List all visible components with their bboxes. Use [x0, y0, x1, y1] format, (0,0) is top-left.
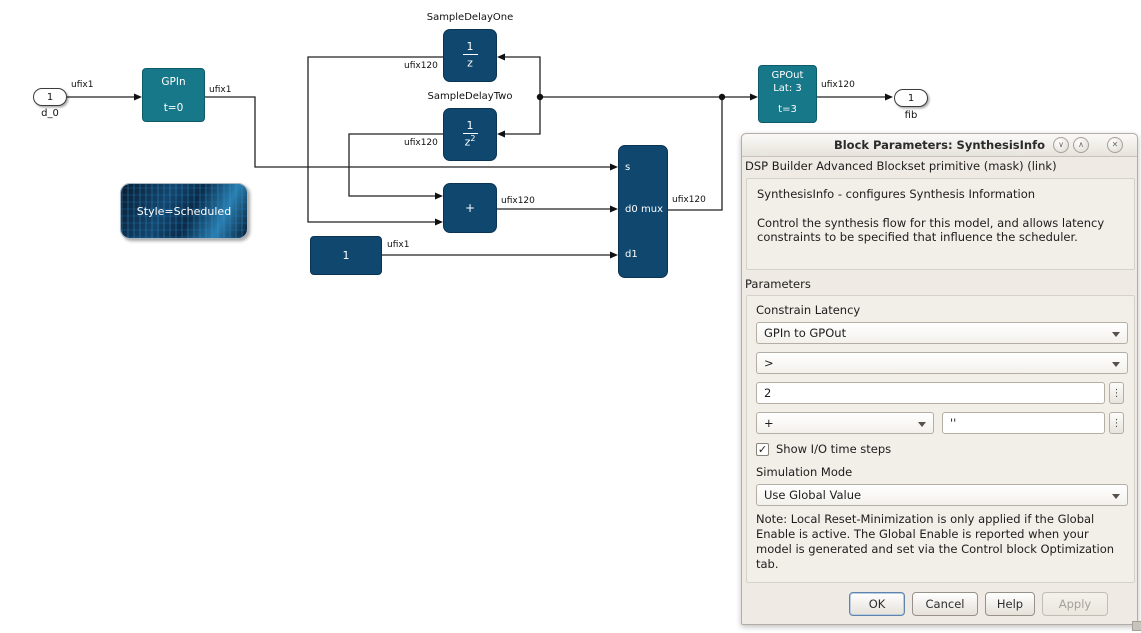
input-port-label: d_0: [41, 108, 59, 119]
gpout-block[interactable]: GPOut Lat: 3 t=3: [758, 65, 817, 123]
delay2-numerator: 1: [462, 119, 478, 135]
close-window-button[interactable]: ✕: [1107, 137, 1123, 153]
dialog-title: Block Parameters: SynthesisInfo: [833, 138, 1046, 152]
simulation-mode-value: Use Global Value: [764, 488, 862, 502]
adder-block[interactable]: +: [443, 183, 497, 233]
note-text: Note: Local Reset-Minimization is only a…: [756, 512, 1115, 571]
description-body: Control the synthesis flow for this mode…: [757, 215, 1105, 245]
delay1-name: SampleDelayOne: [426, 12, 514, 23]
style-annotation[interactable]: Style=Scheduled: [120, 183, 248, 239]
adder-symbol: +: [464, 201, 476, 215]
style-annotation-text: Style=Scheduled: [136, 204, 232, 218]
signal-label-ufix120: ufix120: [501, 196, 535, 206]
dialog-titlebar[interactable]: Block Parameters: SynthesisInfo: [742, 134, 1137, 157]
resize-grip[interactable]: [1132, 621, 1141, 631]
latency-value-text: 2: [764, 386, 772, 400]
delay2-denominator: z: [464, 135, 471, 149]
show-io-label: Show I/O time steps: [776, 442, 892, 456]
delay1-numerator: 1: [462, 40, 478, 56]
cancel-button[interactable]: Cancel: [912, 592, 978, 616]
apply-button[interactable]: Apply: [1042, 592, 1108, 616]
input-port-d0[interactable]: 1: [33, 88, 67, 106]
delay2-exponent: 2: [470, 134, 476, 144]
latency-path-value: GPIn to GPOut: [764, 326, 847, 340]
unshade-window-button[interactable]: ∧: [1073, 137, 1089, 153]
wire-gpin-to-mux-s: [205, 96, 618, 171]
checkmark-icon: ✓: [757, 442, 768, 456]
gpout-time: t=3: [778, 103, 797, 115]
junction-dot: [718, 93, 726, 101]
description-line1: SynthesisInfo - configures Synthesis Inf…: [757, 187, 1036, 201]
sample-delay-two-block[interactable]: 1 z2: [443, 108, 497, 161]
wire-mux-to-gpout: [668, 93, 758, 211]
simulation-mode-label: Simulation Mode: [756, 465, 853, 479]
help-button[interactable]: Help: [985, 592, 1035, 616]
input-port-number: 1: [46, 91, 54, 103]
ok-button[interactable]: OK: [849, 592, 905, 616]
delay2-name: SampleDelayTwo: [427, 91, 513, 102]
gpout-latency: Lat: 3: [773, 82, 802, 94]
mux-port-d1: d1: [625, 249, 638, 260]
sample-delay-one-block[interactable]: 1 z: [443, 29, 497, 82]
signal-label-ufix120: ufix120: [404, 61, 438, 71]
latency-operator-combo[interactable]: >: [756, 352, 1128, 374]
show-io-checkbox[interactable]: ✓: [756, 442, 769, 456]
constrain-latency-label: Constrain Latency: [756, 303, 861, 317]
parameters-label: Parameters: [745, 277, 811, 291]
signal-label-ufix1: ufix1: [209, 85, 232, 95]
output-port-fib[interactable]: 1: [894, 89, 928, 107]
signal-label-ufix120: ufix120: [672, 195, 706, 205]
gpin-block[interactable]: GPIn t=0: [142, 68, 205, 122]
delay1-denominator: z: [467, 56, 473, 70]
simulation-mode-combo[interactable]: Use Global Value: [756, 484, 1128, 506]
wire-feedback-to-delay2: [497, 97, 541, 138]
gpin-time: t=0: [163, 102, 184, 114]
constant-block[interactable]: 1: [310, 236, 382, 275]
dialog-button-row: OK Cancel Help Apply: [742, 584, 1137, 624]
gpout-title: GPOut: [771, 70, 804, 81]
output-port-number: 1: [907, 92, 915, 104]
show-io-checkbox-row: ✓ Show I/O time steps: [756, 442, 891, 456]
mux-port-s: s: [625, 162, 631, 173]
mux-block[interactable]: s d0 mux d1: [618, 145, 668, 278]
combo-arrow-icon: [918, 422, 926, 427]
signal-label-ufix120: ufix120: [404, 138, 438, 148]
description-box: SynthesisInfo - configures Synthesis Inf…: [746, 178, 1135, 270]
dots-icon: ⋮: [1111, 417, 1122, 429]
close-icon: ✕: [1111, 140, 1119, 149]
signal-label-ufix1: ufix1: [71, 80, 94, 90]
latency-operator-value: >: [764, 356, 774, 370]
mux-port-d0: d0: [625, 204, 638, 215]
latency-plus-value: +: [764, 416, 774, 430]
combo-arrow-icon: [1112, 362, 1120, 367]
signal-label-ufix1: ufix1: [387, 240, 410, 250]
output-port-label: fib: [904, 110, 918, 121]
shade-window-button[interactable]: ∨: [1053, 137, 1069, 153]
dots-icon: ⋮: [1111, 387, 1122, 399]
latency-value-edit-button[interactable]: ⋮: [1109, 382, 1124, 404]
latency-path-combo[interactable]: GPIn to GPOut: [756, 322, 1128, 344]
block-parameters-dialog: Block Parameters: SynthesisInfo ∨ ∧ ✕ DS…: [741, 133, 1141, 631]
latency-plus-combo[interactable]: +: [756, 412, 934, 434]
latency-quote-input[interactable]: '': [942, 412, 1105, 434]
latency-quote-edit-button[interactable]: ⋮: [1109, 412, 1124, 434]
gpin-title: GPIn: [161, 76, 186, 88]
chevron-up-icon: ∧: [1078, 140, 1084, 149]
combo-arrow-icon: [1112, 494, 1120, 499]
latency-value-input[interactable]: 2: [756, 382, 1105, 404]
constant-value: 1: [342, 249, 350, 262]
chevron-down-icon: ∨: [1058, 140, 1064, 149]
mux-name: mux: [641, 204, 663, 215]
block-type-line: DSP Builder Advanced Blockset primitive …: [745, 159, 1057, 173]
latency-quote-text: '': [950, 416, 957, 430]
combo-arrow-icon: [1112, 332, 1120, 337]
signal-label-ufix120: ufix120: [821, 80, 855, 90]
